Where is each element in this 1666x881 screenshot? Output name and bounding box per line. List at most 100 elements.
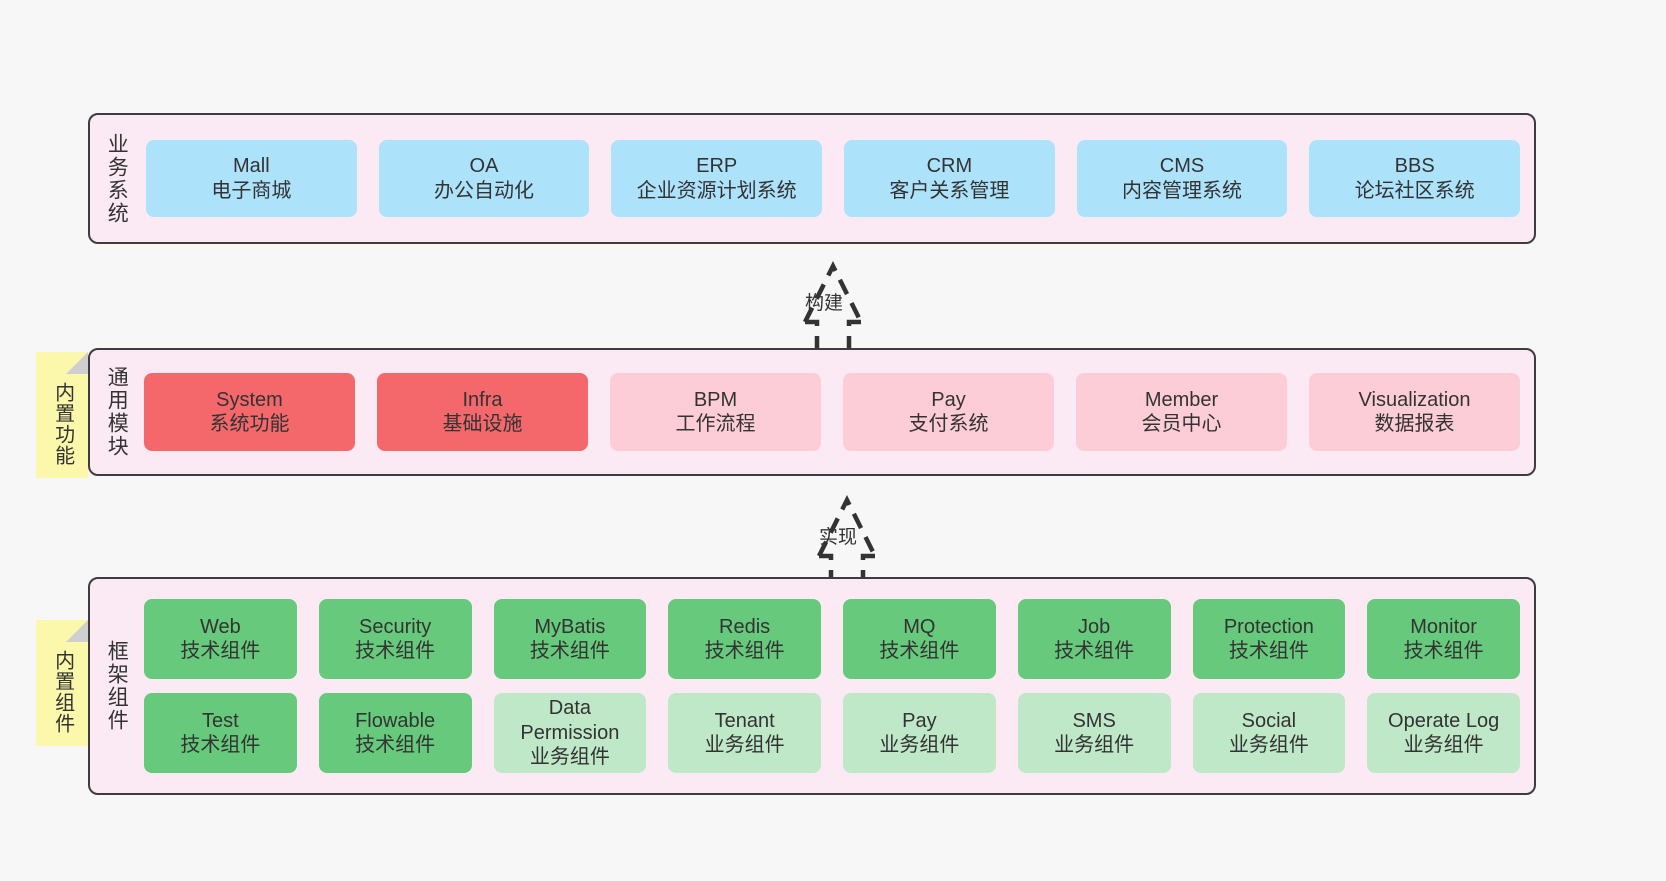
card-operate-log[interactable]: Operate Log 业务组件 xyxy=(1367,693,1520,773)
card-erp[interactable]: ERP 企业资源计划系统 xyxy=(611,140,823,217)
card-title: ERP xyxy=(696,155,738,178)
card-mybatis[interactable]: MyBatis 技术组件 xyxy=(493,599,647,679)
card-row: Web 技术组件 Security 技术组件 MyBatis 技术组件 Redi… xyxy=(144,599,1520,679)
arrow-shaft-left xyxy=(819,553,834,582)
card-title: Pay xyxy=(902,709,937,732)
card-title: Monitor xyxy=(1410,615,1477,638)
card-subtitle: 工作流程 xyxy=(675,413,756,435)
layer-common-module[interactable]: 通用模块 System 系统功能 Infra 基础设施 BPM 工作流程 Pay… xyxy=(88,348,1536,476)
card-title: Pay xyxy=(931,388,966,411)
card-title: Mall xyxy=(233,155,270,178)
card-title: Visualization xyxy=(1358,388,1471,411)
card-pay-component[interactable]: Pay 业务组件 xyxy=(843,693,996,773)
card-flowable[interactable]: Flowable 技术组件 xyxy=(318,693,472,773)
card-subtitle: 基础设施 xyxy=(442,413,523,435)
card-redis[interactable]: Redis 技术组件 xyxy=(668,599,821,679)
card-monitor[interactable]: Monitor 技术组件 xyxy=(1367,599,1520,679)
note-builtin-function[interactable]: 内置功能 xyxy=(36,352,88,478)
card-title: Security xyxy=(359,615,432,638)
card-title: CMS xyxy=(1159,155,1205,178)
layer-title-common: 通用模块 xyxy=(105,366,129,458)
card-title: BPM xyxy=(693,388,738,411)
card-title: Social xyxy=(1241,709,1297,732)
card-cms[interactable]: CMS 内容管理系统 xyxy=(1076,140,1288,217)
card-title: MQ xyxy=(903,615,936,638)
card-subtitle: 业务组件 xyxy=(879,734,960,756)
card-mq[interactable]: MQ 技术组件 xyxy=(843,599,996,679)
note-text: 内置组件 xyxy=(51,650,74,734)
note-builtin-component[interactable]: 内置组件 xyxy=(36,620,88,746)
card-mall[interactable]: Mall 电子商城 xyxy=(146,140,357,217)
arrow-head-outline xyxy=(816,494,878,558)
arrow-shaft-right xyxy=(846,319,861,348)
connector-implement-arrow: 实现 xyxy=(767,492,927,582)
card-subtitle: 系统功能 xyxy=(209,413,290,435)
layer-business-system[interactable]: 业务系统 Mall 电子商城 OA 办公自动化 ERP 企业资源计划系统 CRM… xyxy=(88,113,1536,244)
card-title: SMS xyxy=(1072,709,1116,732)
card-visualization[interactable]: Visualization 数据报表 xyxy=(1309,373,1520,451)
card-title: Member xyxy=(1144,388,1219,411)
connector-build-label: 构建 xyxy=(805,293,844,314)
layer-title-business: 业务系统 xyxy=(105,132,129,225)
card-title: Web xyxy=(199,615,241,638)
card-bpm[interactable]: BPM 工作流程 xyxy=(610,373,821,451)
card-sms[interactable]: SMS 业务组件 xyxy=(1017,693,1171,773)
card-subtitle: 业务组件 xyxy=(1403,734,1484,756)
card-subtitle: 技术组件 xyxy=(1403,640,1484,662)
card-subtitle: 支付系统 xyxy=(908,413,989,435)
card-subtitle: 技术组件 xyxy=(879,640,960,662)
arrow-head-outline xyxy=(802,260,864,324)
card-subtitle: 技术组件 xyxy=(1054,640,1135,662)
card-test[interactable]: Test 技术组件 xyxy=(144,693,297,773)
card-subtitle: 技术组件 xyxy=(355,734,436,756)
card-job[interactable]: Job 技术组件 xyxy=(1017,599,1171,679)
card-subtitle: 技术组件 xyxy=(529,640,610,662)
card-title: Job xyxy=(1078,615,1111,638)
layer-framework-component[interactable]: 框架组件 Web 技术组件 Security 技术组件 MyBatis 技术组件… xyxy=(88,577,1536,795)
card-title: MyBatis xyxy=(534,615,606,638)
implement-arrow-svg xyxy=(816,494,878,582)
card-system[interactable]: System 系统功能 xyxy=(144,373,355,451)
card-data-permission[interactable]: Data Permission 业务组件 xyxy=(493,693,647,773)
card-subtitle: 业务组件 xyxy=(1228,734,1309,756)
card-title: System xyxy=(216,388,283,411)
card-social[interactable]: Social 业务组件 xyxy=(1192,693,1346,773)
card-subtitle: 技术组件 xyxy=(180,640,261,662)
card-tenant[interactable]: Tenant 业务组件 xyxy=(668,693,821,773)
card-subtitle: 会员中心 xyxy=(1141,413,1222,435)
card-infra[interactable]: Infra 基础设施 xyxy=(377,373,588,451)
card-title: Redis xyxy=(719,615,771,638)
card-pay-module[interactable]: Pay 支付系统 xyxy=(843,373,1054,451)
card-subtitle: 业务组件 xyxy=(704,734,785,756)
arrow-shaft-right xyxy=(860,553,875,582)
card-subtitle: 办公自动化 xyxy=(434,179,534,202)
card-subtitle: 技术组件 xyxy=(704,640,785,662)
layer-body-common: System 系统功能 Infra 基础设施 BPM 工作流程 Pay 支付系统… xyxy=(138,350,1534,474)
card-subtitle: 论坛社区系统 xyxy=(1354,179,1475,202)
card-subtitle: 业务组件 xyxy=(1054,734,1135,756)
card-title: BBS xyxy=(1394,155,1435,178)
card-web[interactable]: Web 技术组件 xyxy=(144,599,297,679)
card-row: Mall 电子商城 OA 办公自动化 ERP 企业资源计划系统 CRM 客户关系… xyxy=(146,140,1521,217)
card-subtitle: 技术组件 xyxy=(1228,640,1309,662)
card-subtitle: 技术组件 xyxy=(180,734,261,756)
card-subtitle: 业务组件 xyxy=(529,746,610,769)
layer-body-framework: Web 技术组件 Security 技术组件 MyBatis 技术组件 Redi… xyxy=(138,579,1534,793)
card-bbs[interactable]: BBS 论坛社区系统 xyxy=(1309,140,1521,217)
card-crm[interactable]: CRM 客户关系管理 xyxy=(844,140,1055,217)
card-oa[interactable]: OA 办公自动化 xyxy=(378,140,590,217)
card-protection[interactable]: Protection 技术组件 xyxy=(1192,599,1346,679)
card-subtitle: 内容管理系统 xyxy=(1122,179,1243,202)
card-title: CRM xyxy=(926,155,973,178)
card-subtitle: 技术组件 xyxy=(355,640,436,662)
card-title: Tenant xyxy=(714,709,775,732)
card-title: Protection xyxy=(1223,615,1314,638)
card-security[interactable]: Security 技术组件 xyxy=(318,599,472,679)
arrow-shaft-left xyxy=(805,319,820,348)
card-member[interactable]: Member 会员中心 xyxy=(1076,373,1287,451)
card-title: Flowable xyxy=(355,709,436,732)
note-text: 内置功能 xyxy=(51,382,74,466)
card-subtitle: 数据报表 xyxy=(1374,413,1455,435)
card-row: System 系统功能 Infra 基础设施 BPM 工作流程 Pay 支付系统… xyxy=(144,373,1520,451)
